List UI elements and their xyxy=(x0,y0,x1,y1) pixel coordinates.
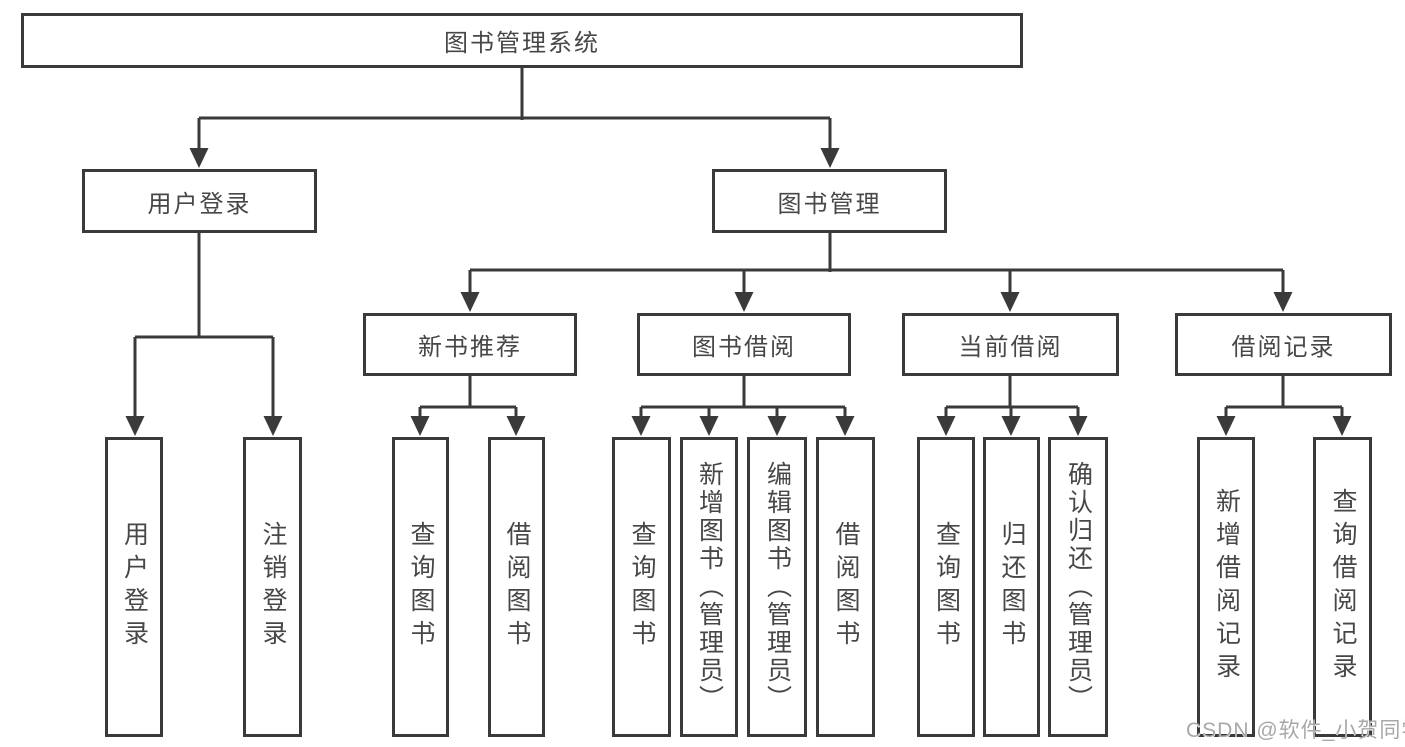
node-label: 当前借阅 xyxy=(958,334,1063,361)
node-book-management: 图书管理 xyxy=(712,169,947,233)
node-label: 借阅图书 xyxy=(503,521,531,653)
csdn-watermark: CSDN @软件_小贺同学 xyxy=(1186,719,1405,742)
leaf-query-books: 查询图书 xyxy=(612,437,671,737)
node-label: 新增图书（管理员） xyxy=(695,461,724,713)
node-label: 用户登录 xyxy=(120,521,149,653)
node-book-borrowing: 图书借阅 xyxy=(637,313,851,376)
leaf-confirm-return-admin: 确认归还（管理员） xyxy=(1048,437,1108,737)
leaf-borrow-books: 借阅图书 xyxy=(488,437,545,737)
node-label: 图书管理 xyxy=(777,190,882,218)
leaf-return-books: 归还图书 xyxy=(983,437,1040,737)
node-label: 编辑图书（管理员） xyxy=(763,461,792,713)
leaf-user-login: 用户登录 xyxy=(105,437,163,737)
leaf-query-borrow-record: 查询借阅记录 xyxy=(1313,437,1372,737)
node-label: 确认归还（管理员） xyxy=(1064,461,1093,713)
node-label: 图书借阅 xyxy=(692,334,796,361)
leaf-query-books: 查询图书 xyxy=(392,437,449,737)
leaf-borrow-books: 借阅图书 xyxy=(816,437,875,737)
node-label: 借阅记录 xyxy=(1231,334,1336,361)
node-label: 归还图书 xyxy=(998,521,1026,653)
node-label: 查询图书 xyxy=(407,521,435,653)
node-current-borrowing: 当前借阅 xyxy=(902,313,1119,376)
node-library-management-system: 图书管理系统 xyxy=(21,13,1023,68)
leaf-add-borrow-record: 新增借阅记录 xyxy=(1197,437,1255,737)
node-label: 新增借阅记录 xyxy=(1212,488,1241,686)
leaf-query-books: 查询图书 xyxy=(917,437,975,737)
leaf-edit-books-admin: 编辑图书（管理员） xyxy=(747,437,807,737)
node-user-login: 用户登录 xyxy=(82,169,317,233)
node-label: 查询图书 xyxy=(628,521,656,653)
leaf-logout: 注销登录 xyxy=(243,437,302,737)
leaf-add-books-admin: 新增图书（管理员） xyxy=(680,437,738,737)
node-label: 用户登录 xyxy=(147,190,252,218)
node-label: 新书推荐 xyxy=(418,334,522,361)
node-label: 借阅图书 xyxy=(832,521,860,653)
node-label: 注销登录 xyxy=(259,521,287,653)
node-label: 查询图书 xyxy=(932,521,961,653)
node-new-book-recommendation: 新书推荐 xyxy=(363,313,577,376)
node-label: 查询借阅记录 xyxy=(1329,488,1357,686)
node-borrowing-records: 借阅记录 xyxy=(1175,313,1392,376)
node-label: 图书管理系统 xyxy=(444,30,600,57)
